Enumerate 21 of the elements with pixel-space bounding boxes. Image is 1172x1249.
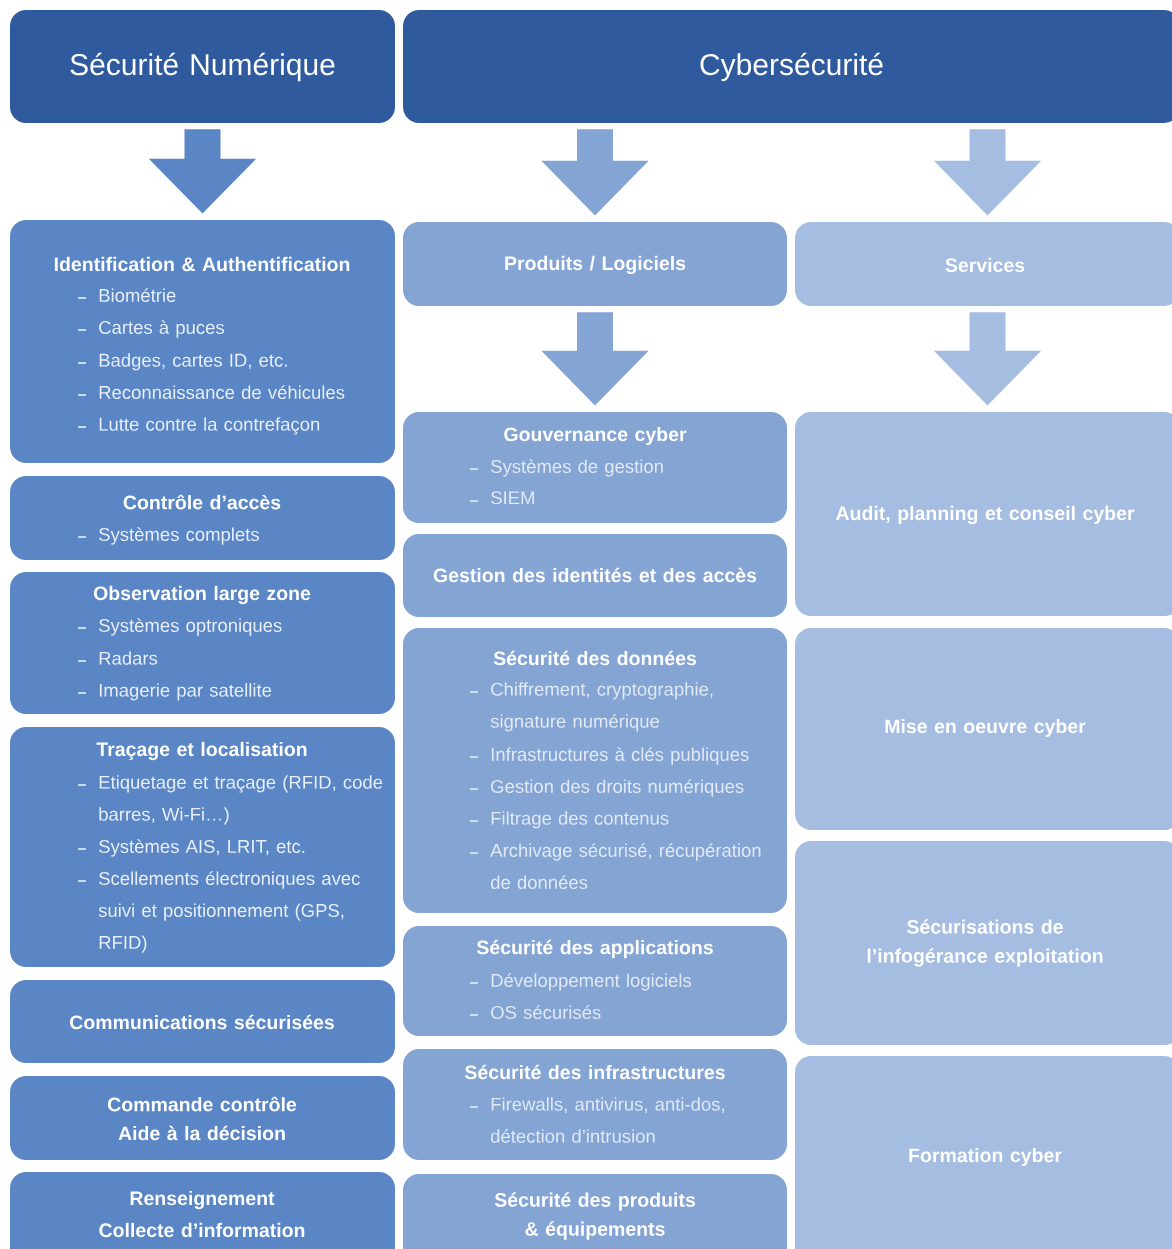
header-banner: Sécurité Numérique (10, 10, 395, 123)
category-box: Sécurité des infrastructures Firewalls, antivirus, anti-dos, détection d’intrusion (403, 1049, 787, 1160)
category-box: Gouvernance cyber Systèmes de gestion SIEM (403, 412, 787, 523)
header-banner: Cybersécurité (403, 10, 1172, 123)
category-box: Renseignement Collecte d’information (10, 1172, 395, 1249)
category-box: Sécurité des données Chiffrement, cryptographie, signature numérique Infrastructures à clés publiques Gestion des droits numériques Filtrage des contenus Archivage sécurisé, récupération de données (403, 628, 787, 913)
category-box: Communications sécurisées (10, 980, 395, 1063)
category-box: Sécurité des applications Développement logiciels OS sécurisés (403, 926, 787, 1036)
category-box: Sécurité des produits & équipements (403, 1174, 787, 1249)
category-box: Contrôle d’accès Systèmes complets (10, 476, 395, 560)
category-box: Formation cyber (795, 1056, 1172, 1249)
category-box: Services (795, 222, 1172, 306)
category-box: Identification & Authentification Biométrie Cartes à puces Badges, cartes ID, etc. Reconnaissance de véhicules Lutte contre la contrefaçon (10, 220, 395, 463)
category-box: Mise en oeuvre cyber (795, 628, 1172, 830)
category-box: Produits / Logiciels (403, 222, 787, 306)
category-box: Audit, planning et conseil cyber (795, 412, 1172, 616)
category-box: Observation large zone Systèmes optroniques Radars Imagerie par satellite (10, 572, 395, 714)
category-box: Sécurisations de l’infogérance exploitation (795, 841, 1172, 1045)
category-box: Gestion des identités et des accès (403, 534, 787, 617)
category-box: Traçage et localisation Etiquetage et traçage (RFID, code barres, Wi-Fi…) Systèmes AIS, LRIT, etc. Scellements électroniques avec suivi et positionnement (GPS, RFID) (10, 727, 395, 967)
category-box: Commande contrôle Aide à la décision (10, 1076, 395, 1160)
